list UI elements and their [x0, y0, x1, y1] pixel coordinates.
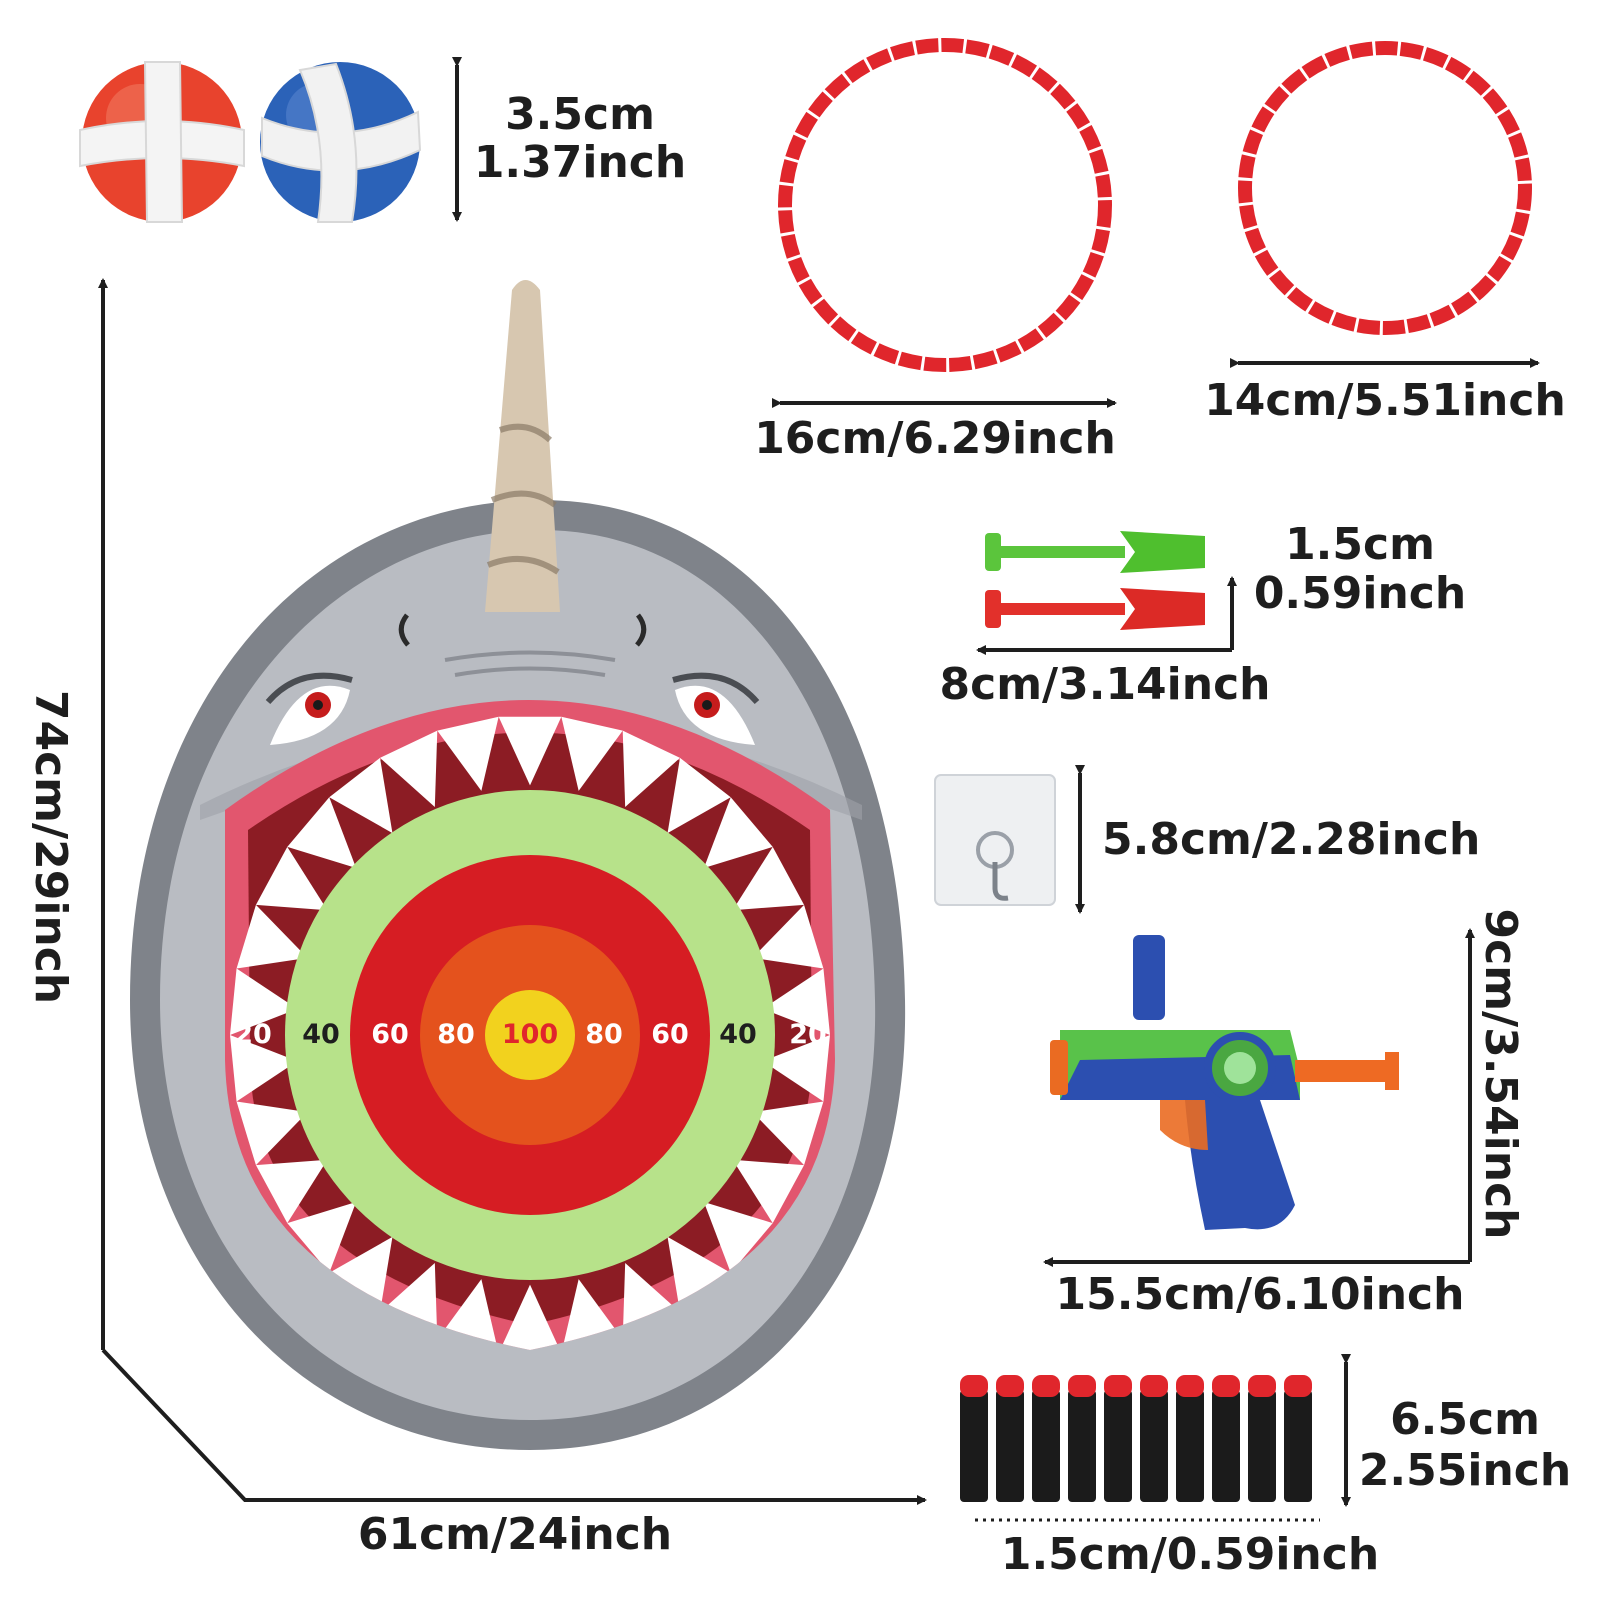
dart-length-label: 8cm/3.14inch — [939, 659, 1271, 710]
board-height-label: 74cm/29inch — [25, 689, 76, 1005]
right-nostril — [635, 613, 647, 647]
foam-dart — [1068, 1390, 1096, 1502]
blue-velcro-ball — [260, 62, 422, 223]
foam-dart-tip — [1032, 1375, 1060, 1397]
tooth — [762, 1035, 830, 1102]
tooth — [230, 968, 298, 1035]
foam-dart-tip — [1140, 1375, 1168, 1397]
tooth — [667, 1236, 731, 1313]
tooth — [703, 797, 773, 868]
tooth — [498, 716, 562, 786]
adhesive-hook — [934, 774, 1056, 906]
narwhal-horn — [485, 280, 560, 612]
score-label: 80 — [585, 1019, 623, 1050]
tooth — [230, 1035, 298, 1102]
foam-dart-tip — [1068, 1375, 1096, 1397]
hook-size-label: 5.8cm/2.28inch — [1102, 814, 1481, 865]
dart-width-cm: 1.5cm — [1285, 519, 1435, 570]
foam-dart-tip — [1248, 1375, 1276, 1397]
foam-dart — [1104, 1390, 1132, 1502]
score-label: 60 — [651, 1019, 689, 1050]
tooth — [752, 1101, 824, 1166]
red-dart — [985, 588, 1205, 630]
toy-blaster — [1050, 935, 1399, 1230]
tooth — [287, 797, 357, 868]
tooth — [762, 968, 830, 1035]
foam-dart — [1284, 1390, 1312, 1502]
tooth — [329, 757, 393, 834]
target-bullseye — [485, 990, 575, 1080]
foam-dart-height-cm: 6.5cm — [1390, 1394, 1540, 1445]
small-hoop — [1238, 41, 1532, 335]
score-label: 20 — [789, 1019, 827, 1050]
foam-dart — [1212, 1390, 1240, 1502]
tooth — [703, 1202, 773, 1273]
tooth — [255, 846, 328, 911]
ball-size-cm: 3.5cm — [505, 89, 655, 140]
score-label: 60 — [371, 1019, 409, 1050]
left-eye — [265, 672, 353, 745]
ball-size-inch: 1.37inch — [473, 137, 687, 188]
foam-dart-tip — [1104, 1375, 1132, 1397]
tooth — [287, 1202, 357, 1273]
tooth — [255, 1159, 328, 1224]
score-label: 40 — [302, 1019, 340, 1050]
large-hoop — [778, 38, 1112, 372]
score-label: 20 — [234, 1019, 272, 1050]
tooth — [622, 730, 680, 807]
left-nostril — [398, 613, 410, 647]
foam-darts — [960, 1375, 1312, 1502]
foam-dart-tip — [960, 1375, 988, 1397]
board-width-label: 61cm/24inch — [357, 1509, 673, 1560]
tooth — [561, 716, 623, 791]
small-hoop-label: 14cm/5.51inch — [1204, 375, 1566, 426]
foam-dart-tip — [1212, 1375, 1240, 1397]
foam-dart — [1176, 1390, 1204, 1502]
gun-length-label: 15.5cm/6.10inch — [1055, 1269, 1465, 1320]
right-eye — [672, 672, 760, 745]
gun-height-label: 9cm/3.54inch — [1475, 908, 1526, 1240]
tooth — [732, 846, 805, 911]
foam-dart-height-inch: 2.55inch — [1358, 1445, 1572, 1496]
tooth — [667, 757, 731, 834]
shark-dartboard — [130, 280, 906, 1450]
large-hoop-label: 16cm/6.29inch — [754, 413, 1116, 464]
score-label: 80 — [437, 1019, 475, 1050]
green-dart — [985, 531, 1205, 573]
foam-dart — [996, 1390, 1024, 1502]
score-label: 100 — [501, 1019, 559, 1050]
tooth — [732, 1159, 805, 1224]
score-label: 40 — [719, 1019, 757, 1050]
foam-dart — [1248, 1390, 1276, 1502]
tooth — [329, 1236, 393, 1313]
foam-dart-width-label: 1.5cm/0.59inch — [1000, 1529, 1380, 1580]
foam-dart — [960, 1390, 988, 1502]
foam-dart — [1032, 1390, 1060, 1502]
foam-dart-tip — [1176, 1375, 1204, 1397]
foam-dart — [1140, 1390, 1168, 1502]
tooth — [498, 1284, 562, 1350]
tooth — [437, 716, 499, 791]
tooth — [752, 904, 824, 969]
board-width-arrow — [101, 1348, 927, 1505]
tooth — [380, 730, 438, 807]
tooth — [236, 1101, 308, 1166]
dart-width-inch: 0.59inch — [1253, 568, 1467, 619]
red-velcro-ball — [79, 61, 245, 223]
foam-dart-tip — [996, 1375, 1024, 1397]
foam-dart-tip — [1284, 1375, 1312, 1397]
tooth — [236, 904, 308, 969]
